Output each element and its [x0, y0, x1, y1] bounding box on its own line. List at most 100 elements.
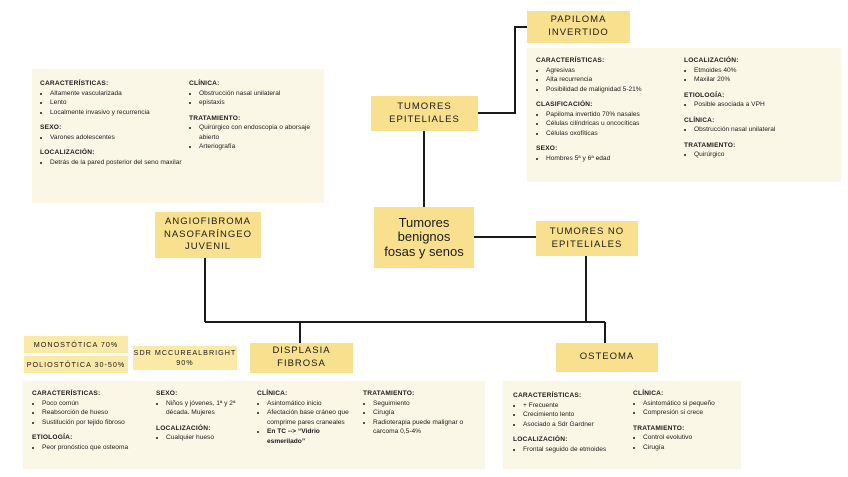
angio-tratamiento: TRATAMIENTO: Quirúrgico con endoscopia o…	[189, 114, 319, 152]
displasia-sexo: SEXO: Niños y jóvenes, 1ª y 2ª década. M…	[156, 389, 251, 418]
papiloma-panel: CARACTERÍSTICAS: Agresivas Alta recurren…	[527, 48, 841, 182]
list-item: Poco común	[42, 399, 144, 409]
list-item: Peor pronóstico que osteoma	[42, 443, 144, 453]
displasia-panel: CARACTERÍSTICAS: Poco común Reabsorción …	[23, 381, 485, 469]
list-item: Posible asociada a VPH	[694, 100, 834, 110]
section-title: CARACTERÍSTICAS:	[536, 57, 605, 64]
list-item: Asintomático si pequeño	[643, 399, 738, 409]
papiloma-clasificacion: CLASIFICACIÓN: Papiloma invertido 70% na…	[536, 100, 681, 138]
list-item: Papiloma invertido 70% nasales	[546, 110, 681, 120]
papiloma-col-right: LOCALIZACIÓN: Etmoides 40% Maxilar 20% E…	[684, 56, 834, 166]
section-title: CLÍNICA:	[257, 390, 288, 397]
papiloma-col-left: CARACTERÍSTICAS: Agresivas Alta recurren…	[536, 56, 681, 169]
list-item: Asintomático inicio	[267, 399, 357, 409]
osteoma-panel: CARACTERÍSTICAS: + Frecuente Crecimiento…	[503, 381, 741, 469]
section-title: CLÍNICA:	[684, 116, 715, 124]
papiloma-etiologia: ETIOLOGÍA: Posible asociada a VPH	[684, 91, 834, 110]
list-item: Radioterapia puede malignar o carcoma 0,…	[373, 418, 478, 437]
osteoma-col-right: CLÍNICA: Asintomático si pequeño Compres…	[633, 389, 738, 458]
section-title: ETIOLOGÍA:	[32, 434, 73, 442]
displasia-tratamiento: TRATAMIENTO: Seguimiento Cirugía Radiote…	[363, 389, 478, 437]
list-item: Cirugía	[373, 408, 478, 418]
mccune-label: SDR MCCUREALBRIGHT 90%	[133, 346, 237, 370]
list-item: Compresión si crece	[643, 408, 738, 418]
section-title: LOCALIZACIÓN:	[684, 57, 739, 64]
osteoma-clinica: CLÍNICA: Asintomático si pequeño Compres…	[633, 389, 738, 418]
list-item: Células cilíndricas u oncocíticas	[546, 119, 681, 129]
papiloma-sexo: SEXO: Hombres 5ª y 6ª edad	[536, 144, 681, 163]
no-epiteliales-box: TUMORES NO EPITELIALES	[536, 221, 638, 256]
angio-col-right: CLÍNICA: Obstrucción nasal unilateral ep…	[189, 79, 319, 158]
section-title: CARACTERÍSTICAS:	[513, 392, 582, 399]
displasia-etiologia: ETIOLOGÍA: Peor pronóstico que osteoma	[32, 433, 144, 452]
section-title: CLÍNICA:	[633, 390, 664, 397]
osteoma-caracteristicas: CARACTERÍSTICAS: + Frecuente Crecimiento…	[513, 391, 625, 429]
papiloma-clinica: CLÍNICA: Obstrucción nasal unilateral	[684, 116, 834, 135]
displasia-col-1: CARACTERÍSTICAS: Poco común Reabsorción …	[32, 389, 144, 458]
displasia-box: DISPLASIA FIBROSA	[250, 343, 353, 373]
list-item: Control evolutivo	[643, 433, 738, 443]
list-item: Arteriografía	[199, 142, 319, 152]
angio-col-left: CARACTERÍSTICAS: Altamente vascularizada…	[40, 79, 185, 173]
osteoma-tratamiento: TRATAMIENTO: Control evolutivo Cirugía	[633, 424, 738, 453]
angio-clinica: CLÍNICA: Obstrucción nasal unilateral ep…	[189, 79, 319, 108]
list-item: Altamente vascularizada	[50, 89, 185, 99]
papiloma-caracteristicas: CARACTERÍSTICAS: Agresivas Alta recurren…	[536, 56, 681, 94]
section-title: ETIOLOGÍA:	[684, 91, 725, 99]
displasia-col-4: TRATAMIENTO: Seguimiento Cirugía Radiote…	[363, 389, 478, 443]
list-item: Hombres 5ª y 6ª edad	[546, 154, 681, 164]
section-title: TRATAMIENTO:	[684, 141, 736, 149]
list-item: Cirugía	[643, 443, 738, 453]
list-item: Reabsorción de hueso	[42, 408, 144, 418]
displasia-localizacion: LOCALIZACIÓN: Cualquier hueso	[156, 424, 251, 443]
list-item: Quirúrgico con endoscopia o aborsaje abi…	[199, 123, 319, 142]
papiloma-tratamiento: TRATAMIENTO: Quirúrgico	[684, 141, 834, 160]
list-item: Agresivas	[546, 66, 681, 76]
displasia-col-3: CLÍNICA: Asintomático inicio Afectación …	[257, 389, 357, 452]
list-item: Afectación base cráneo que comprime pare…	[267, 408, 357, 427]
section-title: CARACTERÍSTICAS:	[32, 390, 101, 397]
angio-sexo: SEXO: Varones adolescentes	[40, 123, 185, 142]
section-title: TRATAMIENTO:	[363, 390, 415, 397]
section-title: LOCALIZACIÓN:	[156, 424, 211, 432]
monostotica-label: MONOSTÓTICA 70%	[24, 336, 128, 353]
section-title: SEXO:	[40, 124, 62, 132]
list-item: epistaxis	[199, 98, 319, 108]
angio-localizacion: LOCALIZACIÓN: Detrás de la pared posteri…	[40, 148, 185, 167]
list-item: Detrás de la pared posterior del seno ma…	[50, 158, 185, 168]
displasia-clinica: CLÍNICA: Asintomático inicio Afectación …	[257, 389, 357, 446]
list-item: Localmente invasivo y recurrencia	[50, 108, 185, 118]
list-item: Seguimiento	[373, 399, 478, 409]
osteoma-localizacion: LOCALIZACIÓN: Frontal seguido de etmoide…	[513, 435, 625, 454]
section-title: CLÍNICA:	[189, 80, 220, 87]
list-item: Etmoides 40%	[694, 66, 834, 76]
list-item: Quirúrgico	[694, 150, 834, 160]
list-item: Alta recurrencia	[546, 75, 681, 85]
list-item: Obstrucción nasal unilateral	[694, 125, 834, 135]
list-item: Posibilidad de malignidad 5-21%	[546, 85, 681, 95]
osteoma-col-left: CARACTERÍSTICAS: + Frecuente Crecimiento…	[513, 391, 625, 460]
displasia-caracteristicas: CARACTERÍSTICAS: Poco común Reabsorción …	[32, 389, 144, 427]
poliostotica-label: POLIOSTÓTICA 30-50%	[24, 356, 128, 373]
list-item: Obstrucción nasal unilateral	[199, 89, 319, 99]
list-item: Varones adolescentes	[50, 133, 185, 143]
section-title: CARACTERÍSTICAS:	[40, 80, 109, 87]
list-item: Maxilar 20%	[694, 75, 834, 85]
displasia-col-2: SEXO: Niños y jóvenes, 1ª y 2ª década. M…	[156, 389, 251, 449]
angiofibroma-panel: CARACTERÍSTICAS: Altamente vascularizada…	[32, 69, 324, 203]
list-item: En TC --> “Vidrio esmerilado”	[267, 427, 357, 446]
central-topic: Tumores benignos fosas y senos	[374, 207, 474, 268]
list-item: Lento	[50, 98, 185, 108]
epiteliales-box: TUMORES EPITELIALES	[371, 96, 478, 131]
section-title: LOCALIZACIÓN:	[40, 149, 95, 157]
papiloma-localizacion: LOCALIZACIÓN: Etmoides 40% Maxilar 20%	[684, 56, 834, 85]
section-title: TRATAMIENTO:	[189, 114, 241, 122]
papiloma-box: PAPILOMA INVERTIDO	[527, 11, 630, 43]
list-item: Cualquier hueso	[166, 433, 251, 443]
list-item: Sustitución por tejido fibroso	[42, 418, 144, 428]
section-title: SEXO:	[536, 145, 558, 153]
section-title: SEXO:	[156, 390, 178, 397]
angio-caracteristicas: CARACTERÍSTICAS: Altamente vascularizada…	[40, 79, 185, 117]
list-item: Células oxofíticas	[546, 129, 681, 139]
